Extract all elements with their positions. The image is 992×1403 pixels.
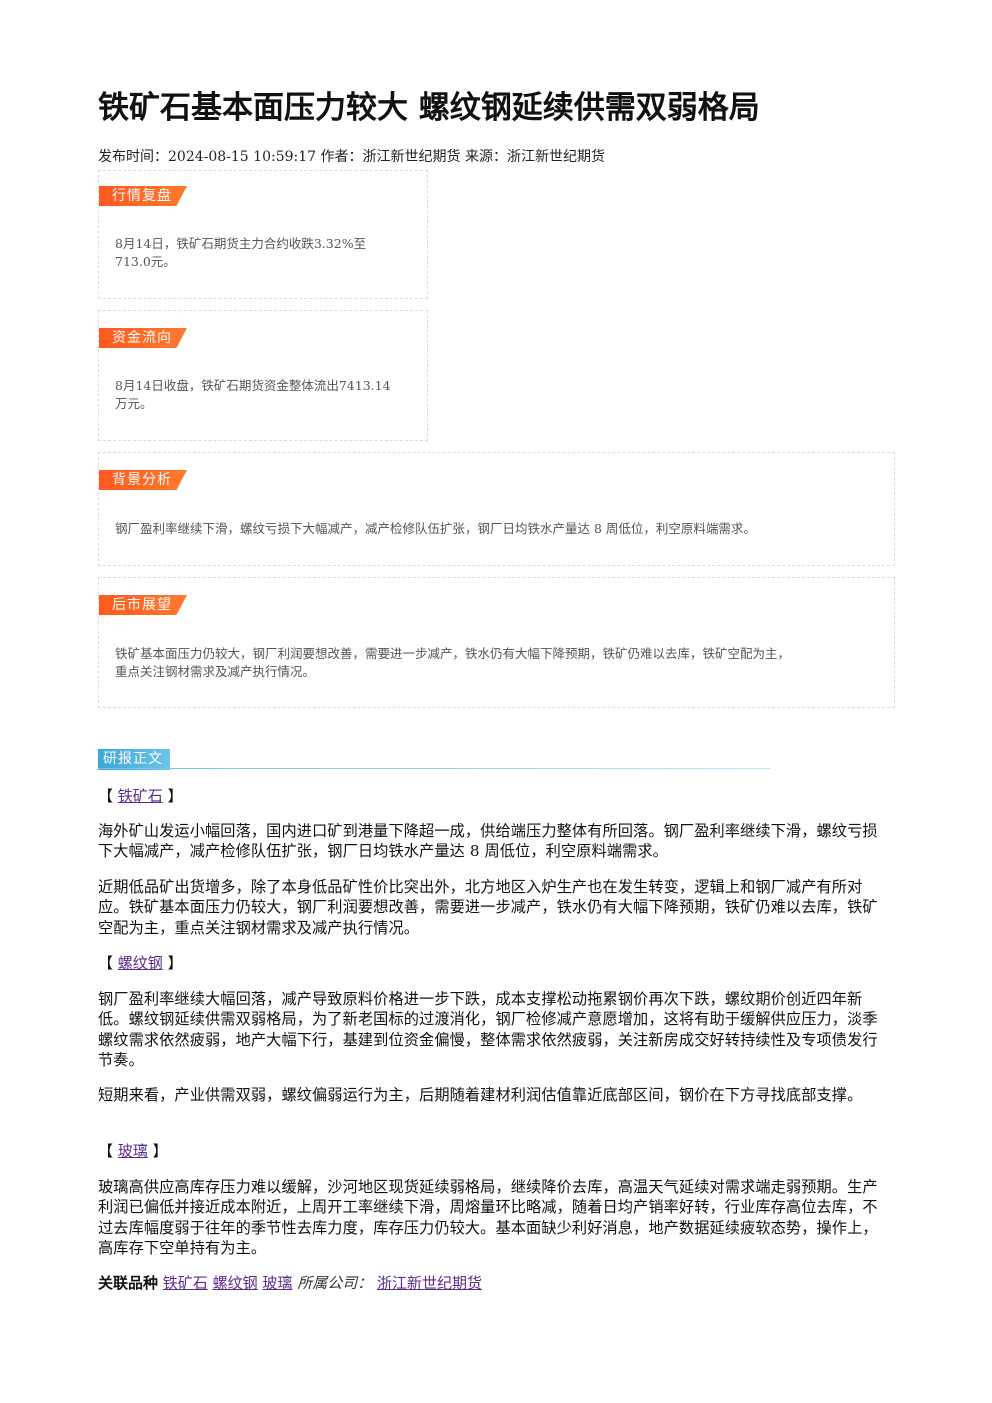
box-text-line: 重点关注钢材需求及减产执行情况。 bbox=[115, 664, 316, 679]
box-text-outlook: 铁矿基本面压力仍较大，钢厂利润要想改善，需要进一步减产，铁水仍有大幅下降预期，铁… bbox=[115, 645, 790, 681]
box-text-line: 713.0元。 bbox=[115, 254, 176, 269]
related-link-iron-ore[interactable]: 铁矿石 bbox=[162, 1274, 208, 1292]
section-head-rebar: 【 螺纹钢 】 bbox=[98, 953, 183, 973]
box-text-line: 8月14日收盘，铁矿石期货资金整体流出7413.14 bbox=[115, 378, 391, 393]
box-text-line: 铁矿基本面压力仍较大，钢厂利润要想改善，需要进一步减产，铁水仍有大幅下降预期，铁… bbox=[115, 646, 791, 661]
paragraph: 钢厂盈利率继续大幅回落，减产导致原料价格进一步下跌，成本支撑松动拖累钢价再次下跌… bbox=[98, 990, 878, 1069]
bracket-open: 【 bbox=[98, 787, 114, 805]
link-rebar[interactable]: 螺纹钢 bbox=[117, 954, 163, 972]
bracket-close: 】 bbox=[152, 1142, 168, 1160]
bracket-close: 】 bbox=[167, 787, 183, 805]
bracket-open: 【 bbox=[98, 1142, 114, 1160]
box-text-market-review: 8月14日，铁矿石期货主力合约收跌3.32%至 713.0元。 bbox=[115, 235, 366, 271]
tag-fund-flow: 资金流向 bbox=[99, 328, 187, 348]
link-iron-ore[interactable]: 铁矿石 bbox=[117, 787, 163, 805]
paragraph: 短期来看，产业供需双弱，螺纹偏弱运行为主，后期随着建材利润估值靠近底部区间，钢价… bbox=[98, 1086, 863, 1104]
box-text-line: 钢厂盈利率继续下滑，螺纹亏损下大幅减产，减产检修队伍扩张，钢厂日均铁水产量达 8… bbox=[115, 521, 756, 536]
related-label: 关联品种 bbox=[98, 1274, 159, 1292]
tag-background: 背景分析 bbox=[99, 470, 187, 490]
bracket-open: 【 bbox=[98, 954, 114, 972]
box-text-line: 万元。 bbox=[115, 396, 153, 411]
tag-market-review: 行情复盘 bbox=[99, 186, 187, 206]
company-link[interactable]: 浙江新世纪期货 bbox=[376, 1274, 482, 1292]
paragraph: 海外矿山发运小幅回落，国内进口矿到港量下降超一成，供给端压力整体有所回落。钢厂盈… bbox=[98, 822, 878, 861]
tag-outlook: 后市展望 bbox=[99, 595, 187, 615]
summary-box-background: 背景分析 钢厂盈利率继续下滑，螺纹亏损下大幅减产，减产检修队伍扩张，钢厂日均铁水… bbox=[98, 452, 895, 566]
related-link-glass[interactable]: 玻璃 bbox=[262, 1274, 293, 1292]
box-text-line: 8月14日，铁矿石期货主力合约收跌3.32%至 bbox=[115, 236, 367, 251]
summary-box-market-review: 行情复盘 8月14日，铁矿石期货主力合约收跌3.32%至 713.0元。 bbox=[98, 170, 428, 299]
section-head-iron-ore: 【 铁矿石 】 bbox=[98, 786, 183, 806]
box-text-background: 钢厂盈利率继续下滑，螺纹亏损下大幅减产，减产检修队伍扩张，钢厂日均铁水产量达 8… bbox=[115, 520, 756, 538]
article-title: 铁矿石基本面压力较大 螺纹钢延续供需双弱格局 bbox=[98, 90, 760, 126]
summary-box-outlook: 后市展望 铁矿基本面压力仍较大，钢厂利润要想改善，需要进一步减产，铁水仍有大幅下… bbox=[98, 577, 895, 708]
article-meta: 发布时间：2024-08-15 10:59:17 作者：浙江新世纪期货 来源：浙… bbox=[98, 149, 605, 165]
section-head-glass: 【 玻璃 】 bbox=[98, 1141, 168, 1161]
report-body-divider bbox=[98, 768, 770, 769]
paragraph: 玻璃高供应高库存压力难以缓解，沙河地区现货延续弱格局，继续降价去库，高温天气延续… bbox=[98, 1178, 878, 1257]
box-text-fund-flow: 8月14日收盘，铁矿石期货资金整体流出7413.14 万元。 bbox=[115, 377, 391, 413]
paragraph: 近期低品矿出货增多，除了本身低品矿性价比突出外，北方地区入炉生产也在发生转变，逻… bbox=[98, 878, 878, 937]
company-label: 所属公司： bbox=[297, 1274, 373, 1292]
related-link-rebar[interactable]: 螺纹钢 bbox=[212, 1274, 258, 1292]
link-glass[interactable]: 玻璃 bbox=[117, 1142, 148, 1160]
bracket-close: 】 bbox=[167, 954, 183, 972]
summary-box-fund-flow: 资金流向 8月14日收盘，铁矿石期货资金整体流出7413.14 万元。 bbox=[98, 310, 428, 441]
report-body-tag: 研报正文 bbox=[98, 749, 170, 770]
related-varieties: 关联品种 铁矿石 螺纹钢 玻璃 所属公司： 浙江新世纪期货 bbox=[98, 1273, 482, 1293]
